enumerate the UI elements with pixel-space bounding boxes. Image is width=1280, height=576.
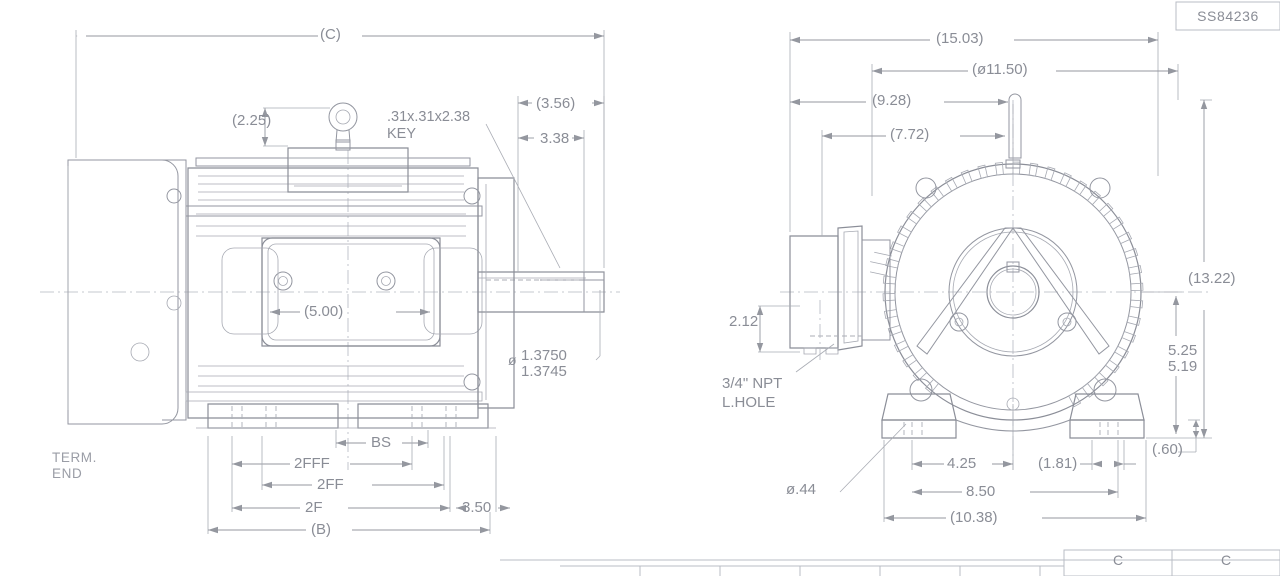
dim-shaft-height-max: 5.25: [1168, 342, 1198, 359]
title-block-rev-left: C: [1112, 552, 1124, 568]
title-block-rev-right: C: [1220, 552, 1232, 568]
end-view-dimension-lines: [756, 32, 1212, 522]
dim-9-28: (9.28): [872, 92, 912, 109]
dim-shaft-ext: 3.38: [540, 130, 570, 147]
dim-2fff: 2FFF: [294, 455, 330, 472]
dim-rear-ext: 3.50: [462, 499, 492, 516]
dim-shaft-ext-ref: (3.56): [536, 95, 576, 112]
drawing-number: SS84236: [1176, 2, 1280, 30]
side-view-dimension-lines: [75, 30, 605, 534]
note-key-line2: KEY: [387, 126, 417, 142]
dim-bs: BS: [371, 434, 392, 451]
shaft-diameter-max: 1.3750: [521, 347, 567, 364]
dim-2f: 2F: [305, 499, 323, 516]
dim-foot-inner: 4.25: [947, 455, 977, 472]
drawing-number-text: SS84236: [1197, 8, 1259, 24]
dim-shaft-height-min: 5.19: [1168, 358, 1198, 375]
side-view-geometry: [40, 102, 620, 470]
note-key-line1: .31x.31x2.38: [387, 109, 471, 125]
dim-overall-c: (C): [320, 26, 341, 43]
dim-end-overall-height: (13.22): [1188, 270, 1236, 287]
note-npt-line1: 3/4" NPT: [722, 375, 783, 392]
dim-base-width: (10.38): [950, 509, 998, 526]
dim-box-height: 2.12: [729, 313, 759, 330]
dim-overall-b: (B): [311, 521, 331, 538]
dim-frame-diameter: (ø11.50): [972, 61, 1028, 78]
dim-2ff: 2FF: [317, 476, 344, 493]
label-term-end-line1: TERM.: [52, 450, 97, 465]
note-npt-line2: L.HOLE: [722, 394, 776, 411]
dim-1-81: (1.81): [1038, 455, 1078, 472]
dim-foot-thickness: (.60): [1152, 441, 1183, 458]
dim-7-72: (7.72): [890, 126, 930, 143]
note-bolt-hole-diameter: ø.44: [786, 481, 817, 498]
title-block-frame: [500, 1, 1280, 576]
dim-eye-bolt-height: (2.25): [232, 112, 272, 129]
shaft-diameter-min: 1.3745: [521, 363, 567, 380]
shaft-diameter-symbol: ø: [508, 352, 517, 368]
dim-box-width: (5.00): [304, 303, 344, 320]
end-view-geometry: [780, 93, 1210, 470]
dim-end-overall-width: (15.03): [936, 30, 984, 47]
label-term-end-line2: END: [52, 466, 83, 481]
dim-foot-span: 8.50: [966, 483, 996, 500]
